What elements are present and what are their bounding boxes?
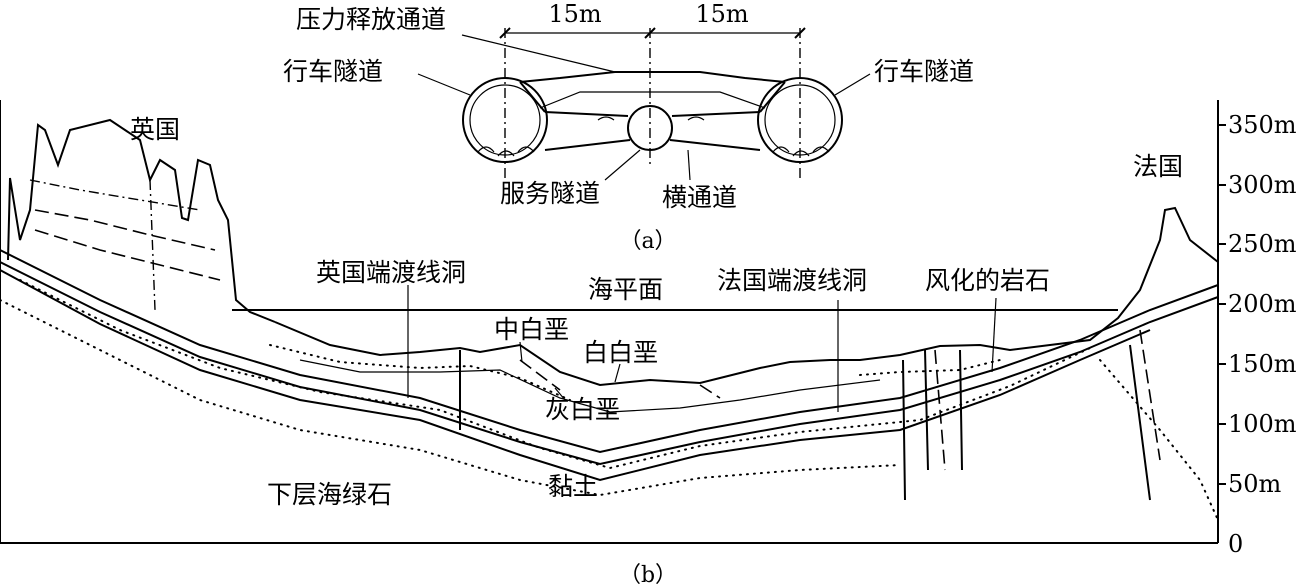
pressure-relief-duct [519, 71, 786, 113]
england-coast-profile [7, 118, 276, 323]
leader-running-right [834, 73, 871, 96]
lower-greensand-label: 下层海绿石 [267, 480, 392, 509]
cross-passage-label: 横通道 [662, 183, 737, 212]
greensand-boundary [0, 299, 901, 497]
geological-profile: 350m 300m 250m 200m 150m 100m 50m 0 [0, 100, 1297, 587]
pressure-relief-inner [539, 91, 766, 109]
clay-texture [19, 279, 1091, 470]
england-layer-3 [34, 229, 221, 281]
sea-level-label: 海平面 [588, 275, 663, 304]
tunnel-lower-line [0, 261, 1219, 466]
chalk-transitions [519, 359, 721, 399]
dimension-left-label: 15m [548, 0, 602, 28]
running-tunnel-left-label: 行车隧道 [283, 57, 383, 86]
seabed-profile [274, 206, 1219, 387]
right-tunnel-track [772, 146, 830, 157]
england-fault [149, 179, 156, 311]
running-tunnel-left-lining [469, 84, 541, 156]
england-layer-2 [34, 209, 216, 251]
england-layer-1 [29, 179, 201, 211]
figure-a-caption: （a） [619, 229, 676, 254]
tick-50: 50m [1228, 470, 1282, 498]
uk-crossover-label: 英国端渡线洞 [316, 258, 466, 287]
cross-passage-details [597, 116, 705, 121]
clay-label: 黏土 [548, 472, 598, 501]
england-label: 英国 [130, 115, 180, 144]
france-label: 法国 [1133, 152, 1183, 181]
middle-chalk-leader [519, 341, 523, 363]
chalk-boundary [299, 359, 881, 413]
service-tunnel [627, 105, 673, 151]
fr-crossover-label: 法国端渡线洞 [717, 266, 867, 295]
middle-chalk-label: 中白垩 [494, 315, 569, 344]
tick-150: 150m [1228, 350, 1297, 378]
french-chalk-texture [859, 359, 1001, 376]
french-faults [902, 344, 1151, 501]
axis-ticks [1218, 124, 1226, 485]
running-tunnel-right [757, 77, 843, 163]
tunnel-upper-line [0, 249, 1219, 454]
figure-b-caption: （b） [619, 563, 677, 587]
pressure-relief-label: 压力释放通道 [296, 5, 446, 34]
weathered-rock-leader [991, 297, 997, 373]
service-tunnel-label: 服务隧道 [500, 179, 600, 208]
running-tunnel-right-label: 行车隧道 [874, 57, 974, 86]
running-tunnel-right-lining [764, 84, 836, 156]
leader-running-left [417, 73, 471, 96]
white-chalk-label: 白白垩 [583, 338, 658, 367]
tick-100: 100m [1228, 410, 1297, 438]
french-dashed-faults [934, 329, 1161, 471]
leader-pressure-relief [461, 34, 616, 73]
leader-service [604, 149, 641, 181]
french-greensand [1099, 359, 1219, 521]
leader-cross-passage [687, 149, 691, 181]
white-chalk-leader [614, 363, 621, 383]
weathered-rock-label: 风化的岩石 [925, 266, 1050, 295]
tick-350: 350m [1228, 111, 1297, 139]
running-tunnel-left [462, 77, 548, 163]
tick-250: 250m [1228, 230, 1297, 258]
grey-chalk-leader [554, 387, 566, 401]
cross-passage-walls [544, 111, 761, 151]
tunnel-cross-section: 15m 15m 压力释放通道 行车隧道 行车隧道 服务隧道 横通道 （a） [283, 0, 974, 254]
grey-chalk-label: 灰白垩 [545, 395, 620, 424]
tick-0: 0 [1228, 530, 1243, 558]
tick-300: 300m [1228, 171, 1297, 199]
clay-bottom [0, 269, 1151, 482]
tick-200: 200m [1228, 290, 1297, 318]
dimension-right-label: 15m [695, 0, 749, 28]
left-tunnel-track [477, 146, 535, 157]
